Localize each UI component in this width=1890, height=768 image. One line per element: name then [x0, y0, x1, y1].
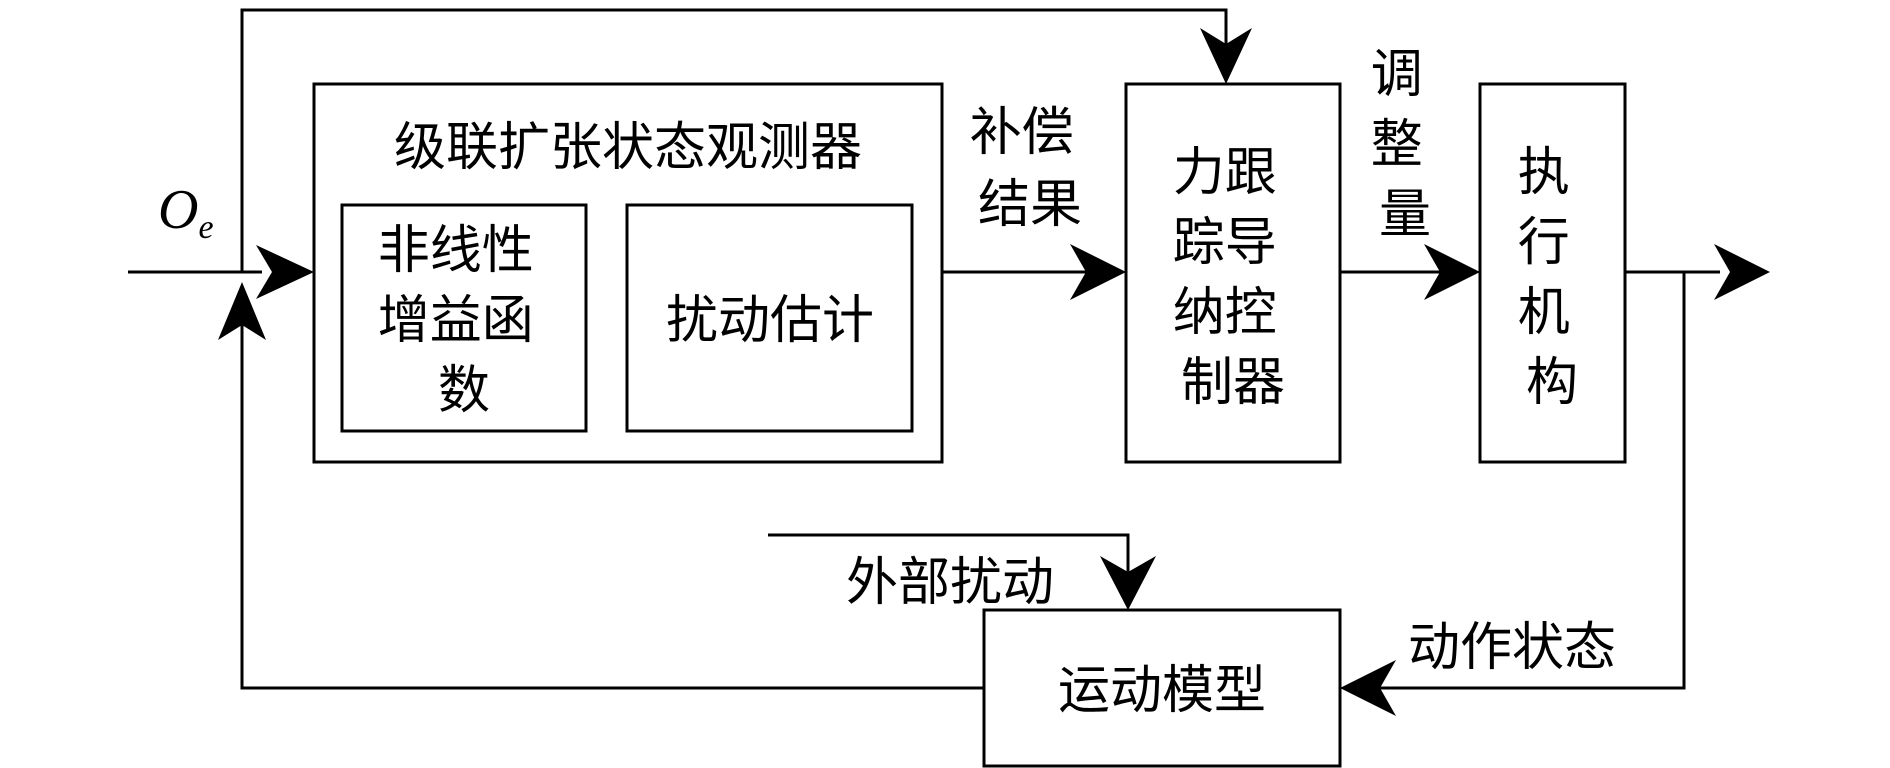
input-symbol-main: O — [158, 179, 198, 241]
adjustment-line-2: 整 — [1371, 115, 1423, 175]
external-disturbance-label: 外部扰动 — [846, 553, 1054, 613]
actuator-line-1: 执 — [1518, 143, 1570, 203]
compensation-line-1: 补偿 — [970, 103, 1074, 163]
controller-box — [1124, 82, 1342, 464]
disturbance-estimation-box — [625, 203, 914, 433]
adjustment-arrowhead — [1424, 244, 1480, 300]
controller-line-3: 纳控 — [1173, 283, 1277, 343]
observer-title: 级联扩张状态观测器 — [394, 118, 862, 178]
adjustment-label: 调 整 量 — [1371, 45, 1440, 245]
compensation-arrowhead — [1070, 244, 1126, 300]
nonlinear-gain-line-3: 数 — [438, 361, 490, 421]
adjustment-line-3: 量 — [1379, 185, 1431, 245]
nonlinear-gain-label: 非线性 增益函 数 — [378, 221, 551, 421]
actuator-label: 执 行 机 构 — [1518, 143, 1587, 413]
actuator-box — [1478, 82, 1627, 464]
actuator-line-2: 行 — [1518, 213, 1570, 273]
controller-line-1: 力跟 — [1173, 143, 1277, 203]
nonlinear-gain-line-2: 增益函 — [378, 291, 534, 351]
action-state-label: 动作状态 — [1408, 618, 1616, 678]
input-symbol: Oe — [158, 179, 214, 246]
input-arrowhead — [256, 245, 314, 299]
controller-label: 力跟 踪导 纳控 制器 — [1173, 143, 1294, 413]
disturbance-estimation-label: 扰动估计 — [666, 291, 874, 351]
input-symbol-sub: e — [198, 209, 213, 246]
motion-model-label: 运动模型 — [1058, 661, 1266, 721]
compensation-label: 补偿 结果 — [970, 103, 1091, 235]
feedback-arrowhead — [218, 282, 266, 340]
actuator-line-4: 构 — [1526, 353, 1578, 413]
controller-line-4: 制器 — [1181, 353, 1285, 413]
feedforward-arrowhead — [1200, 28, 1252, 84]
feedback-line — [240, 320, 984, 690]
action-state-line — [1370, 272, 1686, 690]
actuator-line-3: 机 — [1518, 283, 1570, 343]
output-arrowhead — [1714, 244, 1770, 300]
external-disturbance-line — [768, 533, 1130, 580]
external-disturbance-arrowhead — [1100, 556, 1156, 610]
adjustment-line-1: 调 — [1371, 45, 1423, 105]
compensation-line-2: 结果 — [978, 175, 1082, 235]
controller-line-2: 踪导 — [1173, 213, 1277, 273]
nonlinear-gain-line-1: 非线性 — [378, 221, 534, 281]
motion-model-box — [982, 608, 1342, 768]
action-state-arrowhead — [1340, 660, 1396, 716]
top-feedforward-line — [240, 8, 1228, 272]
nonlinear-gain-box — [340, 203, 588, 433]
